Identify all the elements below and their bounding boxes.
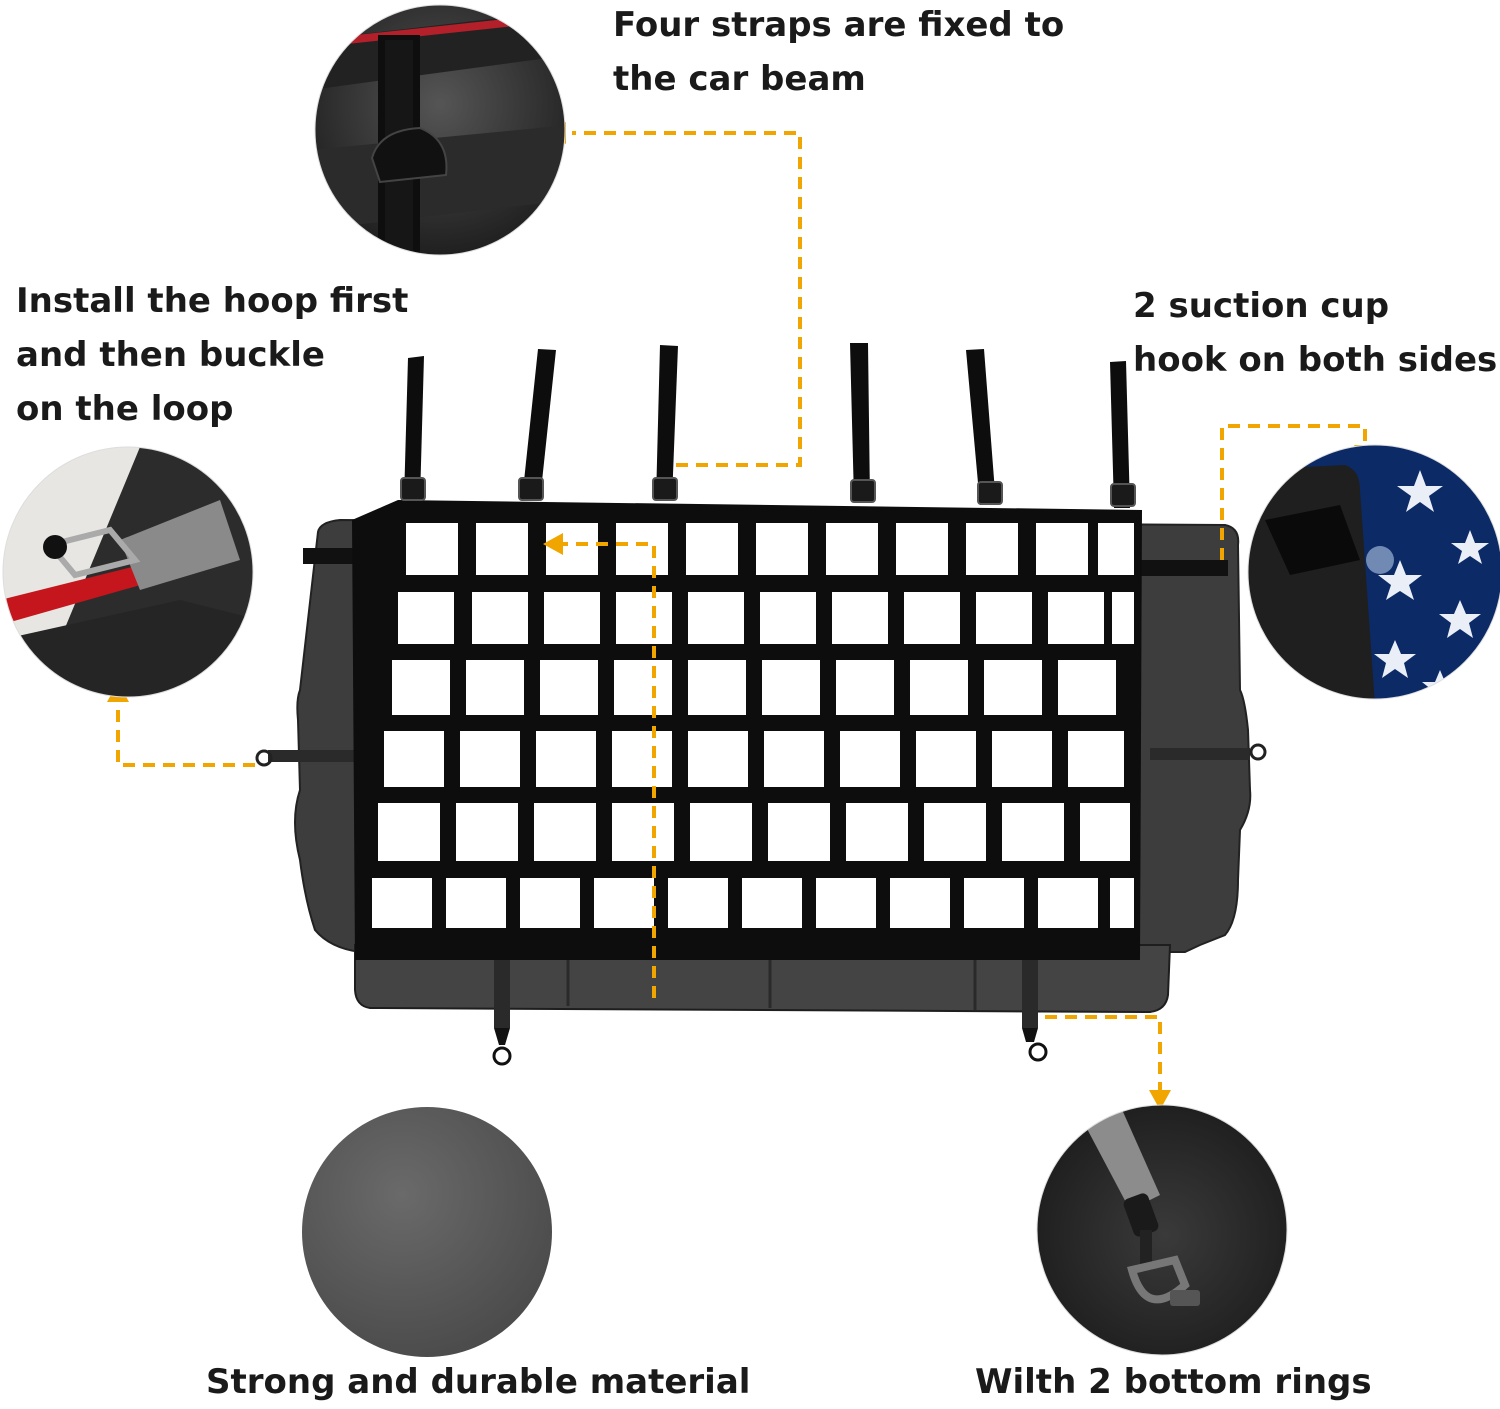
- net-cells: [372, 523, 1134, 928]
- bottom-hook: [494, 1028, 510, 1045]
- cargo-net: [255, 343, 1267, 1066]
- caption-rings: Wilth 2 bottom rings: [975, 1362, 1372, 1402]
- bottom-strap: [494, 960, 510, 1028]
- side-hook: [1249, 743, 1267, 761]
- caption-hoop: Install the hoop first and then buckle o…: [16, 281, 409, 429]
- side-hook: [255, 749, 273, 767]
- caption-straps: Four straps are fixed to the car beam: [613, 5, 1065, 99]
- detail-bottom-ring: [1037, 1105, 1287, 1355]
- bottom-ring-icon: [1028, 1042, 1048, 1062]
- side-strap: [1150, 748, 1250, 760]
- material-swatch: [302, 1107, 552, 1357]
- bottom-ring-icon: [492, 1046, 512, 1066]
- detail-suction-cup: [1248, 445, 1500, 699]
- detail-strap-beam: [315, 5, 565, 255]
- bottom-strap: [1022, 960, 1038, 1028]
- side-strap: [268, 750, 378, 762]
- leader-lines: [116, 131, 1367, 1095]
- arrow-left-icon: [543, 533, 563, 555]
- arrow-down-icon: [1149, 1090, 1171, 1110]
- detail-circle-border: [1036, 1104, 1288, 1356]
- top-straps: [400, 343, 1136, 508]
- caption-suction: 2 suction cup hook on both sides: [1133, 286, 1498, 380]
- detail-circle-border: [1247, 444, 1500, 700]
- panel-lower-flap: [354, 944, 1172, 1014]
- side-strap: [1140, 560, 1228, 576]
- detail-circle-border: [314, 4, 566, 256]
- detail-hoop: [3, 447, 253, 697]
- side-strap: [303, 548, 363, 564]
- caption-material: Strong and durable material: [206, 1362, 751, 1402]
- bottom-hook: [1022, 1028, 1038, 1042]
- detail-circle-border: [2, 446, 254, 698]
